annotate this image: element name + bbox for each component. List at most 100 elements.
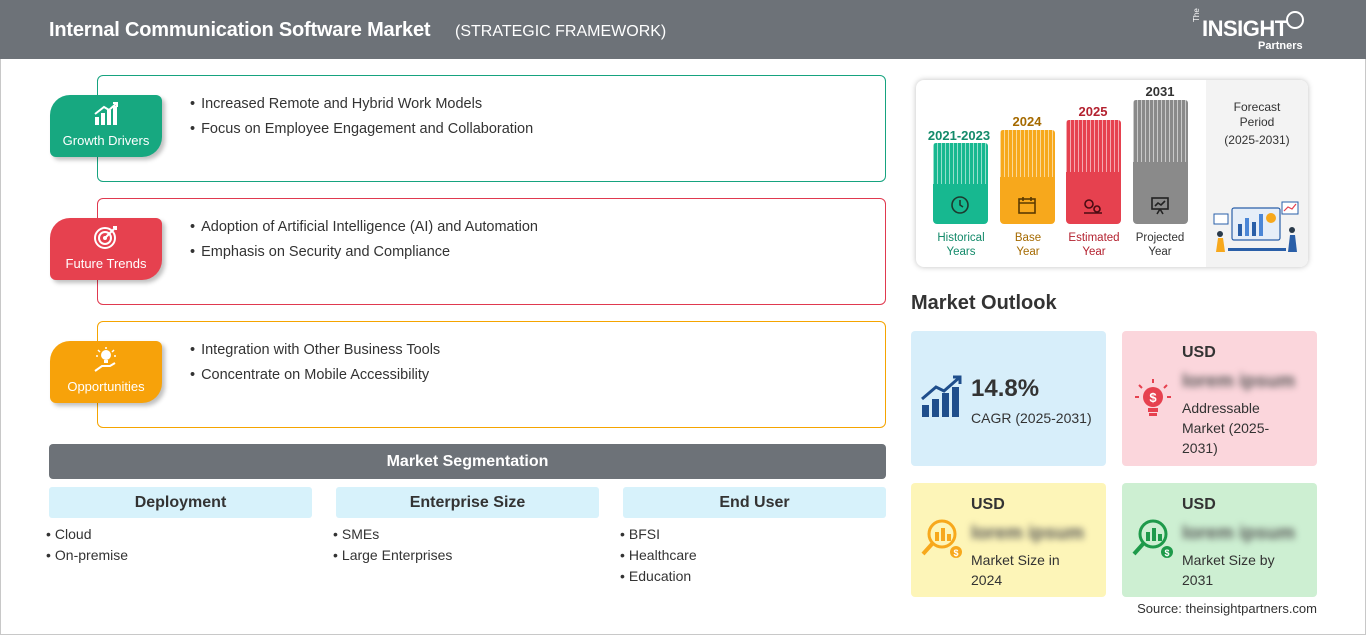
bar-stripes (1066, 120, 1121, 172)
page-title: Internal Communication Software Market (49, 19, 431, 41)
bar-stripes (933, 143, 988, 184)
market-segmentation-bar: Market Segmentation (49, 444, 886, 479)
list-item: On-premise (46, 547, 312, 563)
insight-partners-logo[interactable]: The INSIGHT Partners (1192, 8, 1312, 54)
list-item: SMEs (333, 526, 599, 542)
redacted-value: lorem ipsum (971, 523, 1084, 544)
cagr-label: CAGR (2025-2031) (971, 410, 1092, 426)
opportunities-list: Integration with Other Business Tools Co… (190, 342, 440, 392)
source-link[interactable]: Source: theinsightpartners.com (1137, 601, 1317, 616)
caption-line: Base (1014, 232, 1042, 244)
header-bar: Internal Communication Software Market (… (0, 0, 1366, 59)
forecast-line: Forecast (1233, 100, 1281, 114)
bar-projected (1133, 100, 1188, 224)
list-item: Education (620, 568, 886, 584)
history-clock-icon (951, 196, 969, 214)
forecast-period-label: Forecast Period (2025-2031) (1206, 100, 1308, 148)
segment-heading: Enterprise Size (336, 487, 599, 518)
market-size-2024-card: $ USD lorem ipsum Market Size in 2024 (911, 483, 1106, 597)
currency-label: USD (971, 496, 1005, 513)
logo-partners-text: Partners (1258, 40, 1303, 52)
page-subtitle: (STRATEGIC FRAMEWORK) (455, 23, 667, 40)
logo-insight-text: INSIGHT (1202, 16, 1288, 41)
forecast-line: (2025-2031) (1224, 133, 1290, 147)
growth-drivers-list: Increased Remote and Hybrid Work Models … (190, 96, 533, 146)
opportunities-box: Integration with Other Business Tools Co… (97, 321, 886, 428)
caption-line: Projected (1135, 232, 1185, 244)
desc-line: Market Size in (971, 552, 1060, 568)
growth-chart-icon (94, 102, 118, 125)
market-size-2031-card: $ USD lorem ipsum Market Size by 2031 (1122, 483, 1317, 597)
list-item: Adoption of Artificial Intelligence (AI)… (190, 219, 538, 235)
addressable-market-card: $ USD lorem ipsum Addressable Market (20… (1122, 331, 1317, 466)
year-label-base: 2024 (1012, 114, 1042, 129)
cagr-card: 14.8% CAGR (2025-2031) (911, 331, 1106, 466)
svg-text:$: $ (1149, 390, 1157, 405)
logo-swoosh-icon (1286, 11, 1304, 29)
tag-label: Opportunities (67, 379, 145, 394)
gears-chart-icon (1084, 199, 1102, 214)
caption-estimated: Estimated Year (1059, 231, 1129, 259)
bar-estimated (1066, 120, 1121, 224)
caption-line: Years (946, 246, 976, 258)
bar-historical (933, 143, 988, 224)
presentation-board-icon (1151, 197, 1169, 215)
tag-label: Future Trends (65, 256, 147, 271)
desc-line: 2024 (971, 572, 1003, 588)
currency-label: USD (1182, 496, 1216, 513)
caption-base: Base Year (993, 231, 1063, 259)
segment-end-user: End User BFSI Healthcare Education (623, 487, 886, 589)
segment-deployment: Deployment Cloud On-premise (49, 487, 312, 568)
segment-heading: End User (623, 487, 886, 518)
list-item: BFSI (620, 526, 886, 542)
list-item: Cloud (46, 526, 312, 542)
bar-base (1000, 130, 1055, 224)
caption-line: Year (1082, 246, 1106, 258)
redacted-value: lorem ipsum (1182, 523, 1295, 544)
bar-stripes (1133, 100, 1188, 162)
future-trends-list: Adoption of Artificial Intelligence (AI)… (190, 219, 538, 269)
desc-line: 2031) (1182, 440, 1218, 456)
list-item: Healthcare (620, 547, 886, 563)
bar-stripes (1000, 130, 1055, 177)
desc-line: Market (2025- (1182, 420, 1270, 436)
desc-line: Addressable (1182, 400, 1260, 416)
year-label-estimated: 2025 (1078, 104, 1108, 119)
svg-text:$: $ (1164, 548, 1169, 558)
list-item: Increased Remote and Hybrid Work Models (190, 96, 533, 112)
magnifier-chart-green-icon: $ (1132, 519, 1173, 558)
caption-line: Historical (937, 232, 985, 244)
growth-drivers-box: Increased Remote and Hybrid Work Models … (97, 75, 886, 182)
future-trends-box: Adoption of Artificial Intelligence (AI)… (97, 198, 886, 305)
segment-list: SMEs Large Enterprises (336, 526, 599, 563)
list-item: Integration with Other Business Tools (190, 342, 440, 358)
segment-list: BFSI Healthcare Education (623, 526, 886, 584)
list-item: Concentrate on Mobile Accessibility (190, 367, 440, 383)
list-item: Large Enterprises (333, 547, 599, 563)
list-item: Emphasis on Security and Compliance (190, 244, 538, 260)
analytics-people-icon (1213, 201, 1299, 252)
idea-bulb-dollar-icon: $ (1135, 379, 1171, 416)
growth-drivers-tag: Growth Drivers (50, 95, 162, 157)
lightbulb-hand-icon (94, 347, 116, 372)
year-label-projected: 2031 (1145, 84, 1175, 99)
segment-enterprise-size: Enterprise Size SMEs Large Enterprises (336, 487, 599, 568)
redacted-value: lorem ipsum (1182, 371, 1295, 392)
caption-projected: Projected Year (1125, 231, 1195, 259)
forecast-line: Period (1239, 115, 1275, 129)
growth-bars-icon (921, 375, 962, 417)
market-outlook-title: Market Outlook (911, 292, 1057, 314)
segment-heading: Deployment (49, 487, 312, 518)
future-trends-tag: Future Trends (50, 218, 162, 280)
calendar-icon (1018, 197, 1036, 214)
magnifier-chart-icon: $ (921, 519, 962, 558)
tag-label: Growth Drivers (62, 133, 150, 148)
caption-historical: Historical Years (926, 231, 996, 259)
market-size-2024-desc: Market Size in 2024 (971, 550, 1060, 590)
caption-line: Estimated (1068, 232, 1120, 244)
svg-text:$: $ (953, 548, 958, 558)
list-item: Focus on Employee Engagement and Collabo… (190, 121, 533, 137)
currency-label: USD (1182, 344, 1216, 361)
year-label-historical: 2021-2023 (927, 128, 991, 143)
caption-line: Year (1148, 246, 1172, 258)
